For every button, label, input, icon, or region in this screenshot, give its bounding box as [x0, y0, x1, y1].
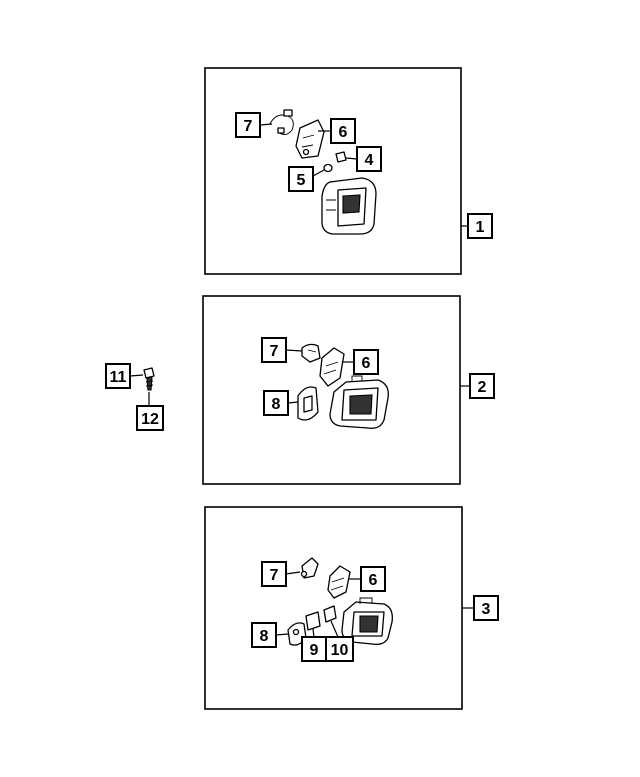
tail-lamp-illustration: [321, 177, 377, 235]
lamp-bracket-illustration: [295, 119, 325, 159]
panel-3: 7 6 8 9 10: [204, 506, 463, 710]
leader-line: [285, 571, 301, 575]
callout-label-3: 3: [482, 601, 491, 618]
callout-label-6: 6: [369, 572, 378, 589]
panel-1: 7 6 4 5: [204, 67, 462, 275]
callout-box-8: [263, 390, 289, 416]
callout-label-6: 6: [362, 355, 371, 372]
callout-box-11: [105, 363, 131, 389]
tail-lamp-illustration: [341, 597, 393, 646]
wiring-harness-illustration: [300, 557, 319, 579]
leader-line: [345, 157, 358, 160]
callout-label-1: 1: [476, 219, 485, 236]
callout-box-7: [235, 112, 261, 138]
callout-label-8: 8: [260, 628, 269, 645]
callout-box-10: [325, 636, 354, 662]
leader-line: [129, 374, 144, 377]
callout-label-2: 2: [478, 379, 487, 396]
bulb-illustration: [323, 151, 347, 173]
leader-line: [312, 169, 325, 177]
callout-box-6: [330, 118, 356, 144]
wiring-harness-illustration: [269, 109, 294, 135]
tail-lamp-illustration: [329, 375, 389, 429]
callout-label-7: 7: [270, 343, 279, 360]
callout-box-12: [136, 405, 164, 431]
panel-2: 7 6 8: [202, 295, 461, 485]
leader-line: [312, 628, 315, 638]
callout-label-4: 4: [365, 152, 374, 169]
callout-box-6: [353, 349, 379, 375]
callout-label-9: 9: [310, 642, 319, 659]
leader-line: [330, 620, 339, 638]
callout-box-1: [467, 213, 493, 239]
leader-line: [259, 123, 273, 126]
callout-label-10: 10: [331, 642, 349, 659]
leader-line: [275, 633, 289, 636]
callout-label-11: 11: [110, 369, 127, 386]
callout-label-7: 7: [244, 118, 253, 135]
screw-illustration: [143, 367, 155, 391]
callout-label-5: 5: [297, 172, 306, 189]
callout-box-7: [261, 337, 287, 363]
lamp-bracket-illustration: [319, 347, 345, 387]
callout-box-6: [360, 566, 386, 592]
callout-box-3: [473, 595, 499, 621]
callout-label-7: 7: [270, 567, 279, 584]
callout-box-5: [288, 166, 314, 192]
lamp-bracket-illustration: [327, 565, 351, 599]
callout-label-12: 12: [141, 411, 159, 428]
side-parts: 11 12: [105, 363, 164, 431]
module-illustration: [305, 605, 337, 631]
panel-1-frame: [204, 67, 462, 275]
leader-line: [285, 349, 303, 352]
wiring-harness-illustration: [301, 343, 321, 363]
panel-2-frame: [202, 295, 461, 485]
callout-box-2: [469, 373, 495, 399]
callout-label-6: 6: [339, 124, 348, 141]
leader-line: [287, 401, 299, 404]
callout-label-8: 8: [272, 396, 281, 413]
callout-box-9: [301, 636, 327, 662]
gasket-illustration: [297, 386, 319, 421]
